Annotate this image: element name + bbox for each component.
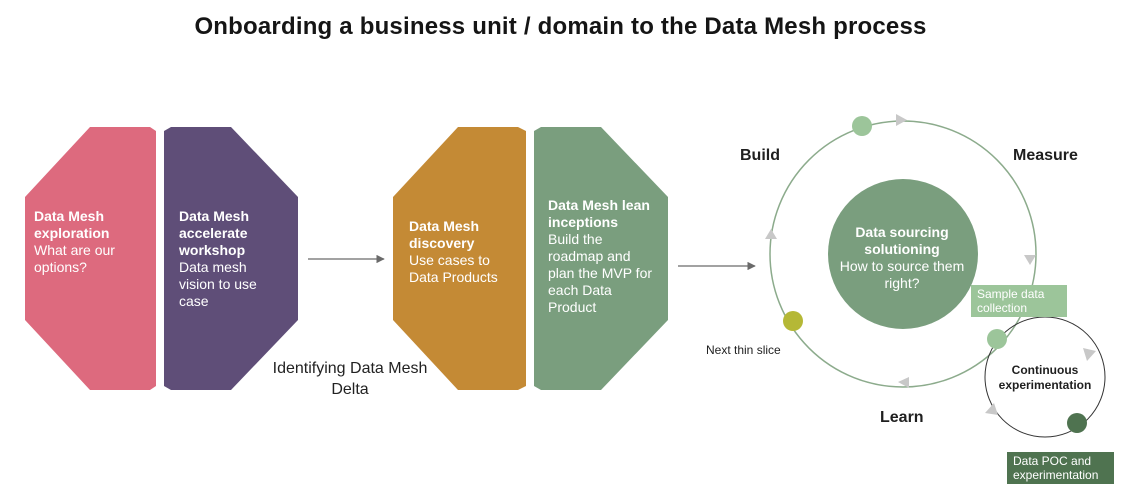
cycle-arrow-right	[1024, 255, 1036, 265]
step-exploration: Data Mesh exploration What are our optio…	[34, 208, 152, 276]
step-exploration-shape	[25, 127, 156, 390]
step-workshop-shape	[164, 127, 298, 390]
step-discovery: Data Mesh discovery Use cases to Data Pr…	[409, 218, 517, 286]
continuous-label: Continuous experimentation	[998, 363, 1092, 392]
delta-label: Identifying Data Mesh Delta	[272, 360, 428, 398]
build-dot	[852, 116, 872, 136]
center-heading: Data sourcing solutioning	[855, 224, 949, 257]
step-discovery-heading: Data Mesh discovery	[409, 218, 480, 251]
step-discovery-body: Use cases to Data Products	[409, 252, 498, 285]
center-circle	[828, 179, 978, 329]
step-workshop: Data Mesh accelerate workshop Data mesh …	[179, 208, 279, 310]
page-title: Onboarding a business unit / domain to t…	[194, 13, 927, 40]
step-discovery-shape	[393, 127, 526, 390]
sub-cycle-ring	[984, 316, 1106, 438]
step-inceptions-shape	[534, 127, 668, 390]
center-label: Data sourcing solutioning How to source …	[831, 224, 973, 292]
next-slice-label: Next thin slice	[706, 343, 781, 357]
step-inceptions-body: Build the roadmap and plan the MVP for e…	[548, 231, 653, 315]
sample-dot	[987, 329, 1007, 349]
cycle-arrow-left	[765, 229, 777, 239]
sample-tag: Sample data collection	[971, 285, 1067, 317]
step-inceptions: Data Mesh lean inceptions Build the road…	[548, 197, 660, 316]
poc-dot	[1067, 413, 1087, 433]
step-inceptions-heading: Data Mesh lean inceptions	[548, 197, 650, 230]
sub-cycle-arrow-left	[985, 403, 998, 415]
stage-measure: Measure	[1013, 147, 1078, 164]
step-exploration-heading: Data Mesh exploration	[34, 208, 110, 241]
cycle-arrow-top	[896, 114, 907, 126]
step-workshop-body: Data mesh vision to use case	[179, 259, 257, 309]
cycle-arrow-bottom	[898, 377, 909, 388]
step-exploration-body: What are our options?	[34, 242, 115, 275]
sub-cycle-arrow-right	[1083, 348, 1096, 361]
stage-learn: Learn	[880, 409, 924, 426]
next-slice-dot	[783, 311, 803, 331]
stage-build: Build	[740, 147, 780, 164]
step-workshop-heading: Data Mesh accelerate workshop	[179, 208, 250, 258]
poc-tag: Data POC and experimentation	[1007, 452, 1114, 484]
center-body: How to source them right?	[839, 258, 965, 291]
